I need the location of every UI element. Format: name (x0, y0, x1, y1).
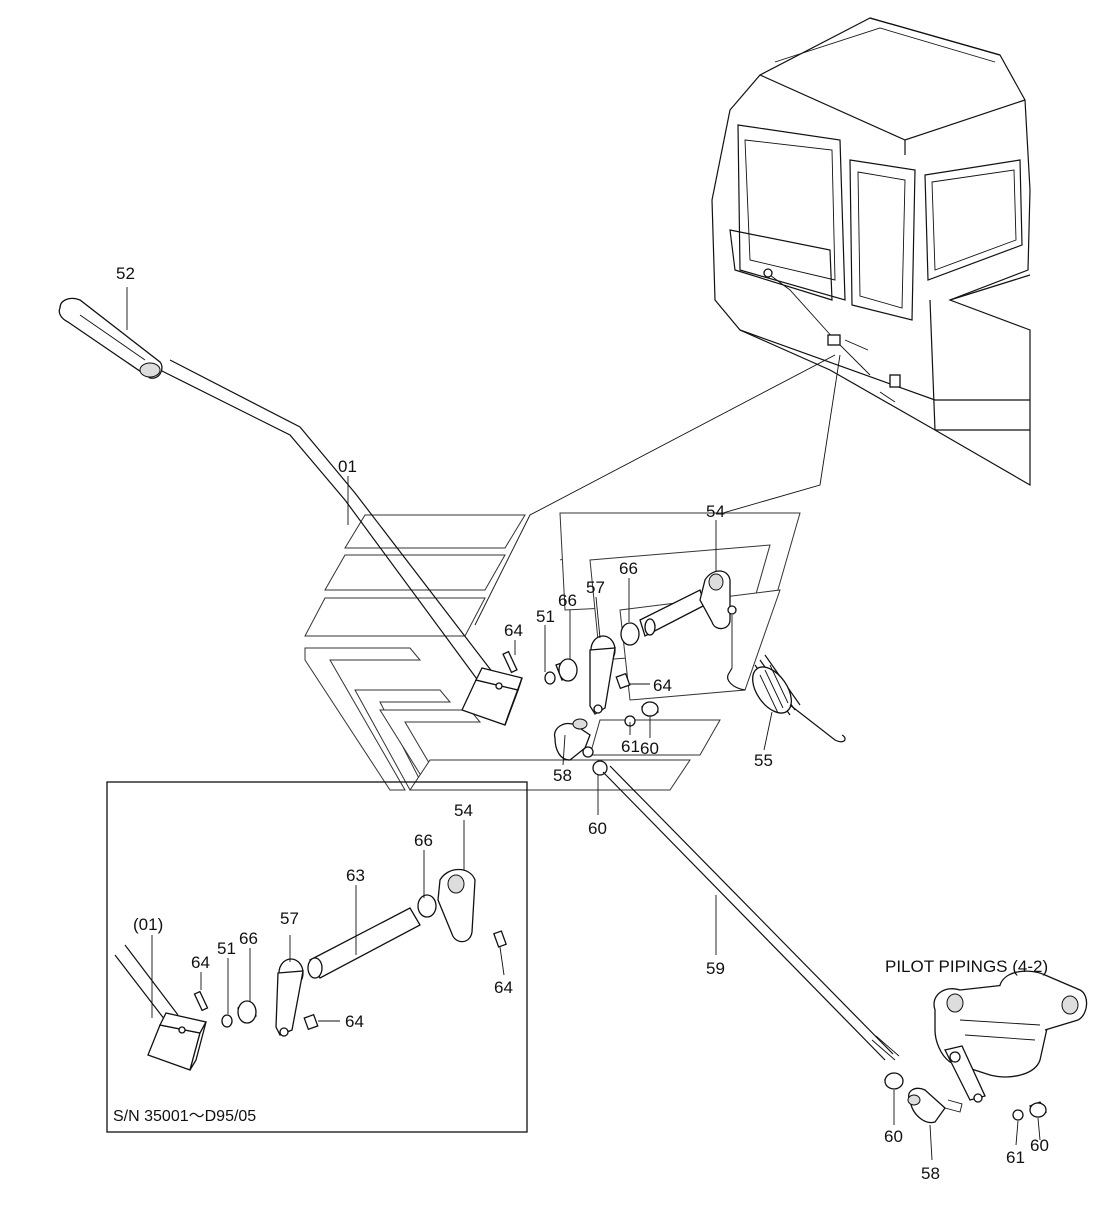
callout-60-pilot-right: 60 (1030, 1136, 1049, 1155)
callout-64-main-right: 64 (653, 676, 672, 695)
callout-55: 55 (754, 751, 773, 770)
callout-01-inset: (01) (133, 915, 163, 934)
callout-61-pilot: 61 (1006, 1148, 1025, 1167)
callout-60-pilot-left: 60 (884, 1127, 903, 1146)
control-lever-01 (58, 297, 523, 726)
callout-66-inset-right: 66 (414, 831, 433, 850)
callout-59: 59 (706, 959, 725, 978)
callout-64-inset-mid: 64 (345, 1012, 364, 1031)
callout-51-inset: 51 (217, 939, 236, 958)
return-spring-55 (727, 654, 846, 743)
callout-leaders (126, 287, 1041, 1161)
callout-66-main-left: 66 (558, 591, 577, 610)
inset-box-serial-range: S/N 35001～D95/05 (106, 781, 528, 1133)
leader-cab-to-assembly-1 (474, 354, 836, 626)
callout-51-main: 51 (536, 607, 555, 626)
callout-54-main: 54 (706, 502, 725, 521)
callout-57-main: 57 (586, 578, 605, 597)
callout-58-pilot: 58 (921, 1164, 940, 1183)
callout-52: 52 (116, 264, 135, 283)
serial-range-text: S/N 35001～D95/05 (113, 1108, 256, 1125)
pilot-pipings-reference: PILOT PIPINGS (4-2) (885, 957, 1048, 976)
main-assembly-parts (502, 570, 737, 776)
pilot-valve-illustration: PILOT PIPINGS (4-2) (884, 957, 1088, 1124)
callout-60-main-right: 60 (640, 739, 659, 758)
callout-57-inset: 57 (280, 909, 299, 928)
callout-54-inset: 54 (454, 801, 473, 820)
watermark-bars (304, 512, 801, 791)
callout-66-inset-left: 66 (239, 929, 258, 948)
callout-66-main-right: 66 (619, 559, 638, 578)
callout-01: 01 (338, 457, 357, 476)
callout-61-main: 61 (621, 737, 640, 756)
rod-59 (602, 765, 900, 1061)
callout-labels: 52 01 54 66 57 66 51 64 64 61 60 55 58 6… (116, 264, 1049, 1183)
grip-52 (58, 297, 163, 379)
callout-60-main-left: 60 (588, 819, 607, 838)
callout-63: 63 (346, 866, 365, 885)
callout-64-main-left: 64 (504, 621, 523, 640)
callout-58-main: 58 (553, 766, 572, 785)
callout-64-inset-right: 64 (494, 978, 513, 997)
callout-64-inset-left: 64 (191, 953, 210, 972)
cab-illustration (711, 17, 1031, 487)
